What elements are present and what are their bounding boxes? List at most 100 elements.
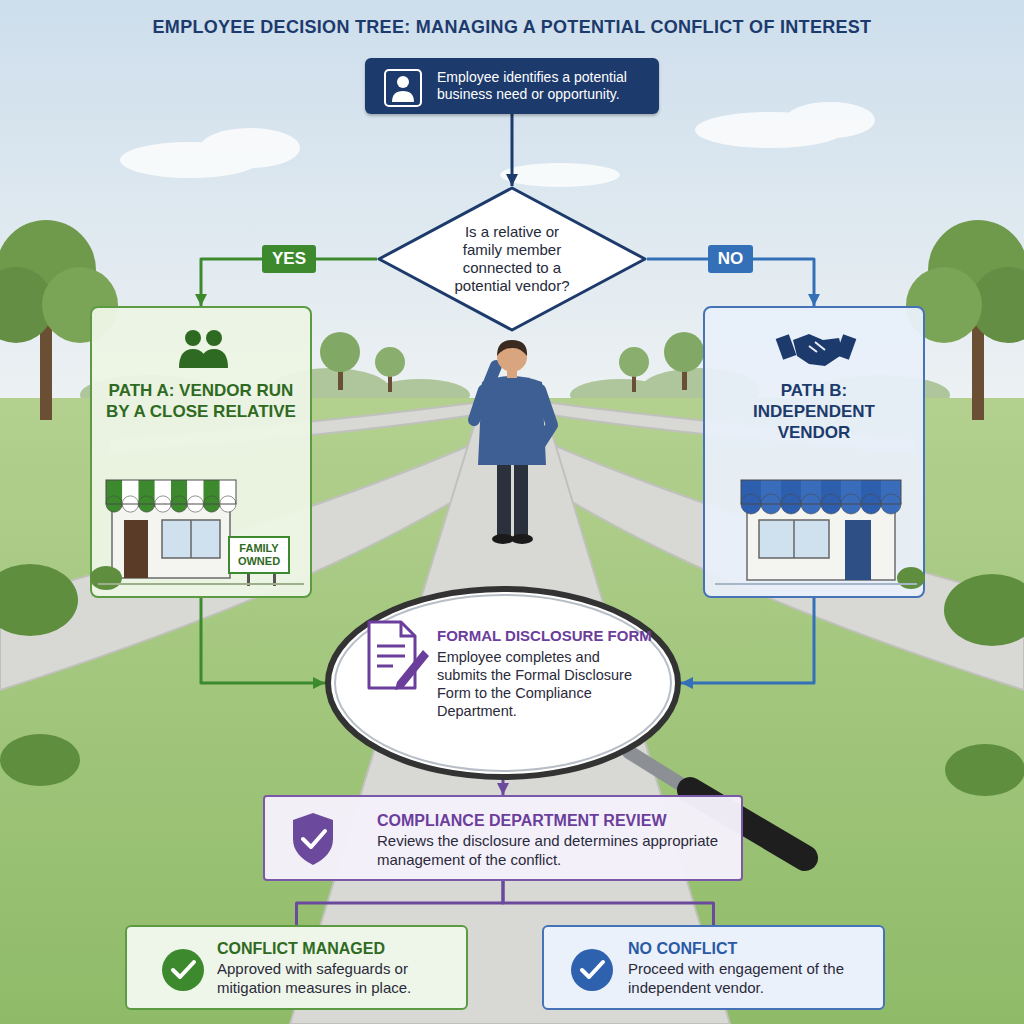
illustration-part: [328, 589, 678, 777]
connector-arrow: [511, 114, 514, 186]
illustration-part: [392, 91, 414, 102]
illustration-part: [124, 520, 148, 578]
illustration-part: [474, 340, 552, 544]
illustration-part: [293, 813, 333, 865]
magnifier-lens: FORMAL DISCLOSURE FORM Employee completes…: [325, 586, 681, 780]
illustration-part: [759, 520, 829, 558]
illustration-part: [945, 744, 1024, 796]
connector-arrow: [502, 780, 505, 795]
step-text: Employee identifies a potential business…: [437, 69, 647, 103]
illustration-part: [98, 583, 304, 585]
illustration-part: [972, 320, 984, 420]
illustration-part: [793, 334, 843, 366]
illustration-part: [173, 962, 194, 977]
illustration-part: [162, 949, 204, 991]
illustration-part: [492, 534, 514, 544]
illustration-part: [0, 564, 78, 636]
illustration-part: [776, 334, 797, 359]
illustration-part: [845, 520, 871, 580]
node-text: FORMAL DISCLOSURE FORM Employee completes…: [437, 626, 653, 720]
review-box: COMPLIANCE DEPARTMENT REVIEWReviews the …: [263, 795, 743, 881]
illustration-part: [90, 566, 122, 590]
box-body: Employee completes and submits the Forma…: [437, 648, 653, 720]
illustration-part: [715, 583, 917, 585]
illustration-part: [375, 347, 405, 377]
illustration-part: [112, 506, 230, 578]
illustration-part: [793, 520, 795, 558]
illustration-part: [335, 595, 671, 771]
illustration-part: [497, 455, 511, 537]
connector-arrow: [297, 881, 504, 925]
illustration-part: [474, 366, 496, 420]
path-panel: PATH B: INDEPENDENT VENDOR: [703, 306, 925, 598]
illustration-part: [582, 962, 603, 977]
diagram-title: EMPLOYEE DECISION TREE: MANAGING A POTEN…: [0, 16, 1024, 38]
illustration-part: [741, 480, 901, 504]
node-text: PATH B: INDEPENDENT VENDOR: [719, 380, 909, 443]
question-text: Is a relative or family member connected…: [445, 223, 579, 295]
illustration-part: [571, 949, 613, 991]
illustration-part: [0, 398, 1024, 1024]
start-box: Employee identifies a potential business…: [365, 58, 659, 114]
illustration-part: [303, 831, 325, 847]
illustration-part: [497, 340, 527, 356]
illustration-part: [785, 102, 875, 138]
node-art: [705, 308, 923, 596]
illustration-part: [385, 70, 421, 106]
illustration-part: [200, 128, 300, 168]
box-body: Proceed with engagement of the independe…: [628, 959, 869, 997]
edge-label: YES: [262, 245, 316, 273]
illustration-part: [190, 520, 192, 558]
illustration-part: [776, 334, 857, 366]
illustration-part: [511, 534, 533, 544]
outcome-box: NO CONFLICTProceed with engagement of th…: [542, 925, 885, 1010]
node-text: Employee identifies a potential business…: [437, 69, 647, 103]
box-heading: FORMAL DISCLOSURE FORM: [437, 626, 653, 645]
node-text: PATH A: VENDOR RUN BY A CLOSE RELATIVE: [106, 380, 296, 422]
illustration-part: [185, 330, 201, 346]
outcome-box: CONFLICT MANAGEDApproved with safeguards…: [125, 925, 468, 1010]
illustration-part: [397, 76, 409, 88]
illustration-part: [162, 520, 220, 558]
illustration-part: [0, 564, 1024, 796]
illustration-part: [0, 400, 1024, 1024]
connector-arrow: [503, 881, 714, 925]
box-body: Approved with safeguards or mitigation m…: [217, 959, 452, 997]
node-text: COMPLIANCE DEPARTMENT REVIEWReviews the …: [377, 811, 721, 869]
connector-arrow: [681, 598, 814, 683]
panel-heading: PATH B: INDEPENDENT VENDOR: [729, 380, 899, 443]
illustration-part: [395, 650, 429, 690]
illustration-part: [379, 188, 645, 330]
illustration-part: [536, 390, 552, 450]
illustration-part: [320, 332, 360, 372]
illustration-part: [206, 330, 222, 346]
illustration-part: [664, 332, 704, 372]
illustration-part: [40, 320, 52, 420]
shop-sign: FAMILY OWNED: [228, 536, 290, 574]
illustration-part: [500, 163, 620, 187]
illustration-part: [200, 349, 228, 368]
box-heading: CONFLICT MANAGED: [217, 939, 452, 959]
node-text: NO CONFLICTProceed with engagement of th…: [628, 939, 869, 997]
edge-label: NO: [708, 245, 754, 273]
illustration-part: [377, 646, 405, 666]
illustration-part: [120, 102, 875, 187]
box-heading: NO CONFLICT: [628, 939, 869, 959]
illustration-part: [809, 342, 825, 352]
illustration-part: [705, 308, 927, 600]
node-text: Is a relative or family member connected…: [445, 223, 579, 295]
panel-heading: PATH A: VENDOR RUN BY A CLOSE RELATIVE: [106, 380, 296, 422]
illustration-part: [747, 506, 895, 580]
illustration-part: [514, 455, 528, 537]
connector-arrow: [201, 598, 325, 683]
illustration-part: [619, 347, 649, 377]
illustration-part: [401, 622, 415, 636]
decision-diamond: Is a relative or family member connected…: [377, 186, 647, 332]
box-heading: COMPLIANCE DEPARTMENT REVIEW: [377, 811, 721, 831]
box-body: Reviews the disclosure and determines ap…: [377, 831, 721, 869]
illustration-part: [897, 567, 925, 589]
illustration-part: [0, 734, 80, 786]
node-text: CONFLICT MANAGEDApproved with safeguards…: [217, 939, 452, 997]
illustration-part: [944, 574, 1024, 646]
